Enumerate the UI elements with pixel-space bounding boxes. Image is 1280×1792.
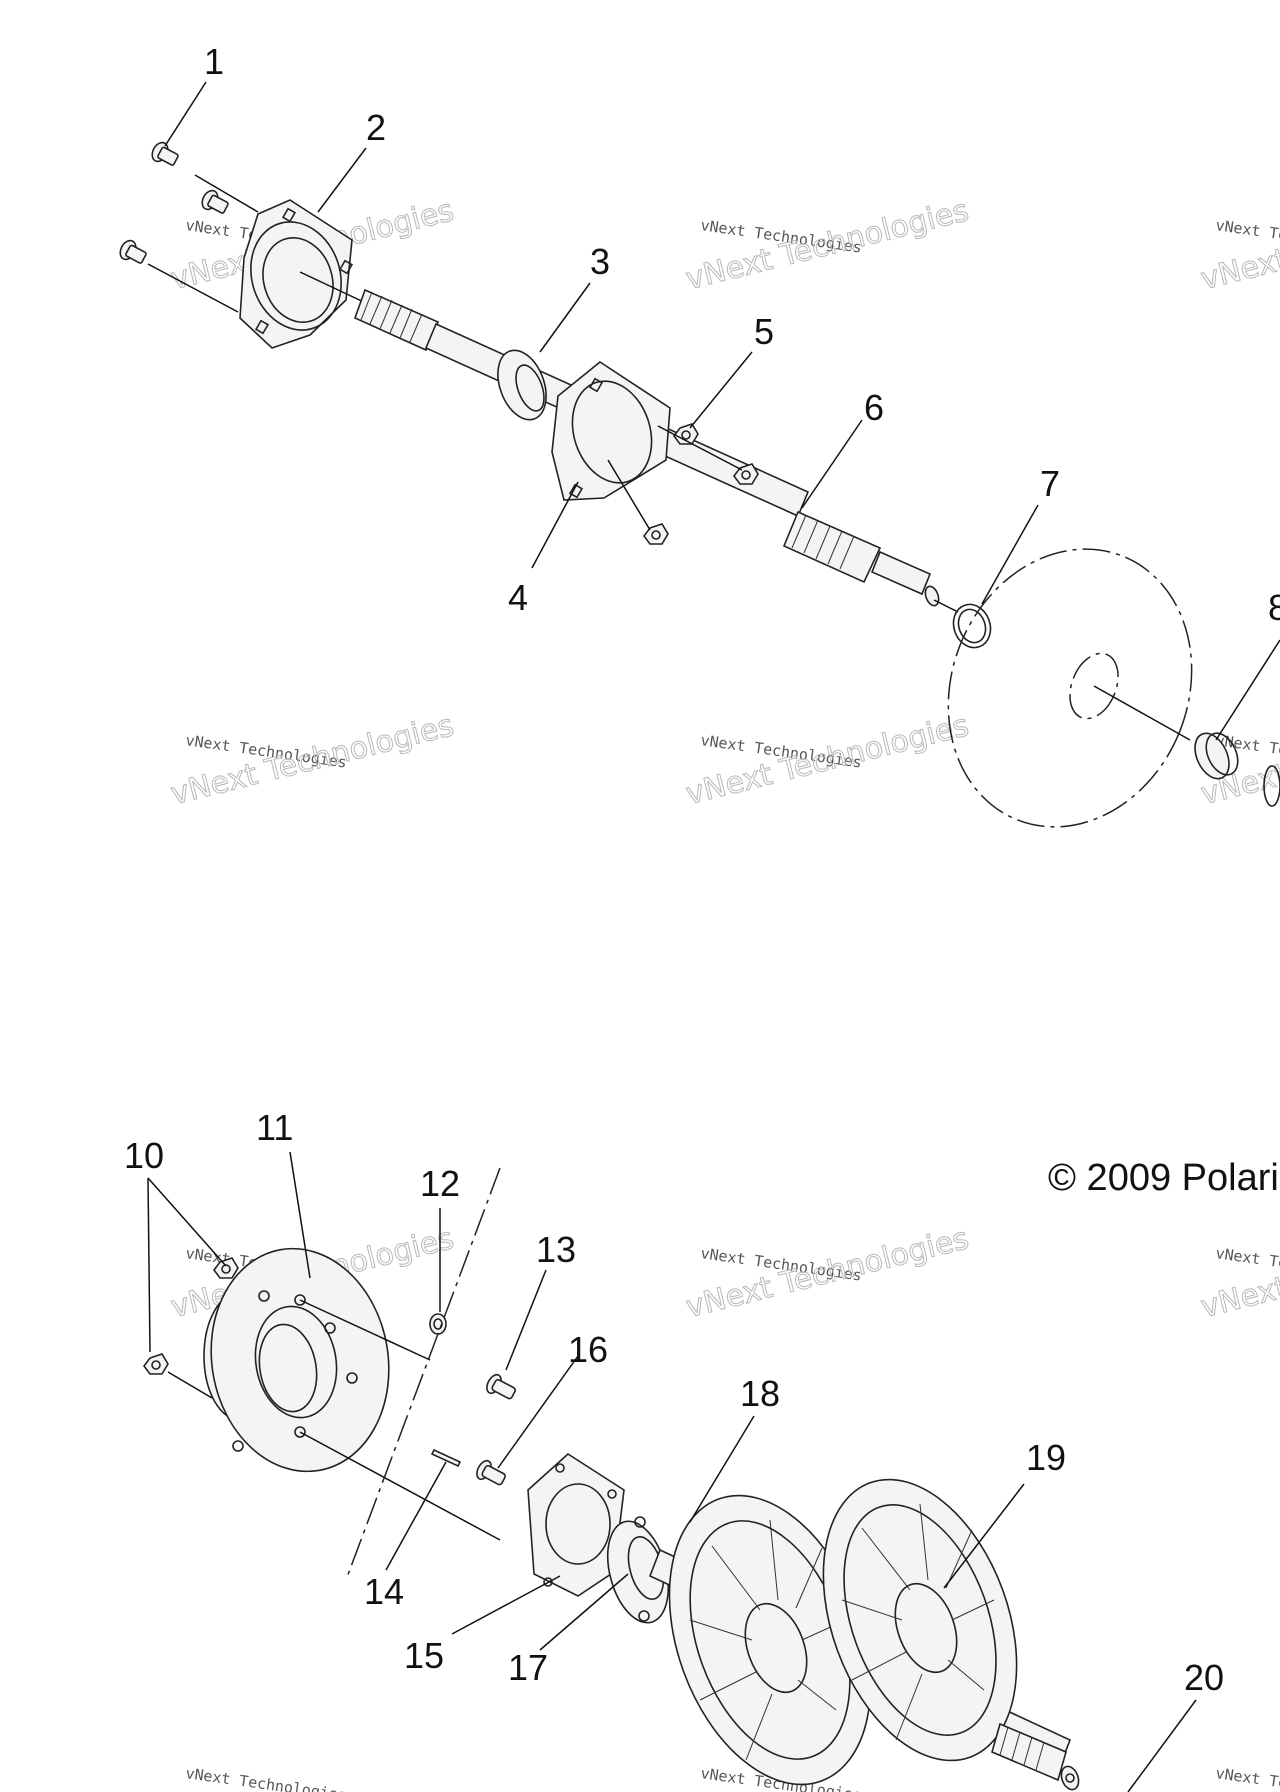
callout-7: 7 xyxy=(1040,463,1060,504)
hub-part-11 xyxy=(203,1247,501,1541)
callout-4: 4 xyxy=(508,577,528,618)
copyright-notice: © 2009 Polaris xyxy=(1048,1157,1280,1199)
callout-15: 15 xyxy=(404,1635,444,1676)
callout-leaders xyxy=(147,81,1280,1792)
callout-17: 17 xyxy=(508,1647,548,1688)
callout-2: 2 xyxy=(366,107,386,148)
callout-10: 10 xyxy=(124,1135,164,1176)
callout-1: 1 xyxy=(204,41,224,82)
upper-assembly xyxy=(119,141,1280,828)
callout-20: 20 xyxy=(1184,1657,1224,1698)
callout-18: 18 xyxy=(740,1373,780,1414)
callout-16: 16 xyxy=(568,1329,608,1370)
callout-12: 12 xyxy=(420,1163,460,1204)
watermark-text: vNext Technologies xyxy=(168,708,458,812)
watermark: vNext Technologies vNext Technologies xyxy=(1197,1221,1280,1326)
watermark: vNext Technologies xyxy=(184,1764,347,1792)
chaincase-outline xyxy=(947,548,1193,828)
callout-labels: 1 2 3 4 5 6 7 8 10 11 12 13 14 16 15 18 … xyxy=(124,41,1280,1698)
nut-part-10 xyxy=(143,1257,257,1399)
callout-13: 13 xyxy=(536,1229,576,1270)
watermark-text: vNext Technologies xyxy=(1198,1221,1280,1325)
watermark: vNext Technologies xyxy=(1214,1764,1280,1792)
watermark: vNext Technologies vNext Technologies xyxy=(682,193,973,298)
flange-plate-part-2 xyxy=(239,199,354,349)
key-part-14 xyxy=(430,1448,462,1468)
bolt-part-1 xyxy=(119,141,259,313)
callout-3: 3 xyxy=(590,241,610,282)
lower-assembly xyxy=(143,1167,1080,1791)
watermark-text: vNext Technologies xyxy=(683,193,973,297)
dashed-centerline xyxy=(345,1167,501,1581)
watermark-text: vNext Technologies xyxy=(683,1221,973,1325)
watermark: vNext Technologies vNext Technologies xyxy=(167,708,458,813)
callout-11: 11 xyxy=(256,1107,293,1148)
bolt-part-16 xyxy=(476,1459,506,1486)
watermark: vNext Technologies vNext Technologies xyxy=(682,1221,973,1326)
nut-part-5 xyxy=(607,423,759,545)
pin-part-13 xyxy=(486,1373,516,1400)
seal-part-8 xyxy=(1194,732,1280,807)
callout-19: 19 xyxy=(1026,1437,1066,1478)
callout-14: 14 xyxy=(364,1571,404,1612)
bearing-plate-part-4 xyxy=(551,361,671,501)
watermark-text: vNext Technologies xyxy=(1198,193,1280,297)
sprocket-assembly-part-19 xyxy=(648,1478,1080,1791)
watermark-text: vNext Technologies xyxy=(1214,1764,1280,1792)
watermark-text: vNext Technologies xyxy=(184,1764,347,1792)
callout-8: 8 xyxy=(1268,587,1280,628)
retaining-ring-part-7 xyxy=(933,599,992,649)
watermark: vNext Technologies vNext Technologies xyxy=(682,708,973,813)
watermark: vNext Technologies vNext Technologies xyxy=(1197,193,1280,298)
callout-6: 6 xyxy=(864,387,884,428)
callout-5: 5 xyxy=(754,311,774,352)
watermark-text: vNext Technologies xyxy=(683,708,973,812)
